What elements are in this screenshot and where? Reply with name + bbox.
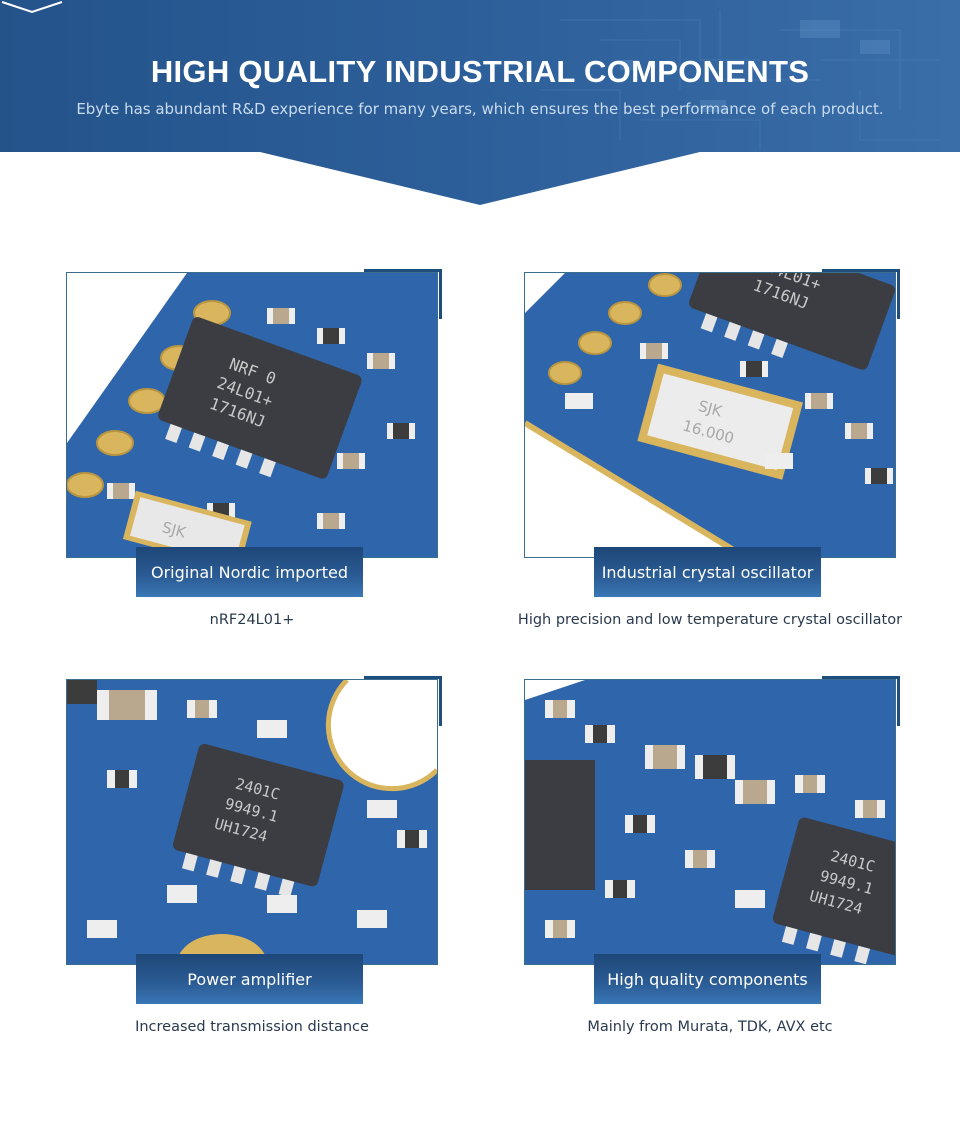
chevron-down-icon: [1, 1, 63, 14]
pcb-illustration: 2401C 9949.1 UH1724: [67, 680, 437, 964]
pcb-illustration: NRF 0 24L01+ 1716NJ SJK: [67, 273, 437, 557]
frame-corner: [897, 676, 900, 726]
frame-corner: [439, 676, 442, 726]
pcb-illustration: 24L01+ 1716NJ SJK 16.000: [525, 273, 895, 557]
pcb-illustration: 2401C 9949.1 UH1724: [525, 680, 895, 964]
feature-description: nRF24L01+: [209, 612, 295, 628]
feature-description: Mainly from Murata, TDK, AVX etc: [587, 1019, 833, 1035]
feature-label: Power amplifier: [136, 954, 363, 1004]
frame-corner: [897, 269, 900, 319]
header-banner: HIGH QUALITY INDUSTRIAL COMPONENTS Ebyte…: [0, 0, 960, 205]
page-title: HIGH QUALITY INDUSTRIAL COMPONENTS: [150, 54, 810, 89]
feature-description: High precision and low temperature cryst…: [517, 612, 903, 628]
crystal-marking: SJK: [160, 518, 189, 542]
frame-corner: [364, 676, 442, 679]
crystal-marking: SJK: [696, 397, 725, 421]
banner-background: [0, 0, 960, 205]
frame-corner: [822, 269, 900, 272]
feature-label: High quality components: [594, 954, 821, 1004]
feature-photo: NRF 0 24L01+ 1716NJ SJK: [66, 272, 438, 558]
frame-corner: [439, 269, 442, 319]
feature-photo: 2401C 9949.1 UH1724: [66, 679, 438, 965]
feature-label: Original Nordic imported: [136, 547, 363, 597]
feature-photo: 2401C 9949.1 UH1724: [524, 679, 896, 965]
frame-corner: [364, 269, 442, 272]
feature-label: Industrial crystal oscillator: [594, 547, 821, 597]
frame-corner: [822, 676, 900, 679]
feature-description: Increased transmission distance: [135, 1019, 369, 1035]
page-subtitle: Ebyte has abundant R&D experience for ma…: [76, 100, 884, 118]
feature-photo: 24L01+ 1716NJ SJK 16.000: [524, 272, 896, 558]
